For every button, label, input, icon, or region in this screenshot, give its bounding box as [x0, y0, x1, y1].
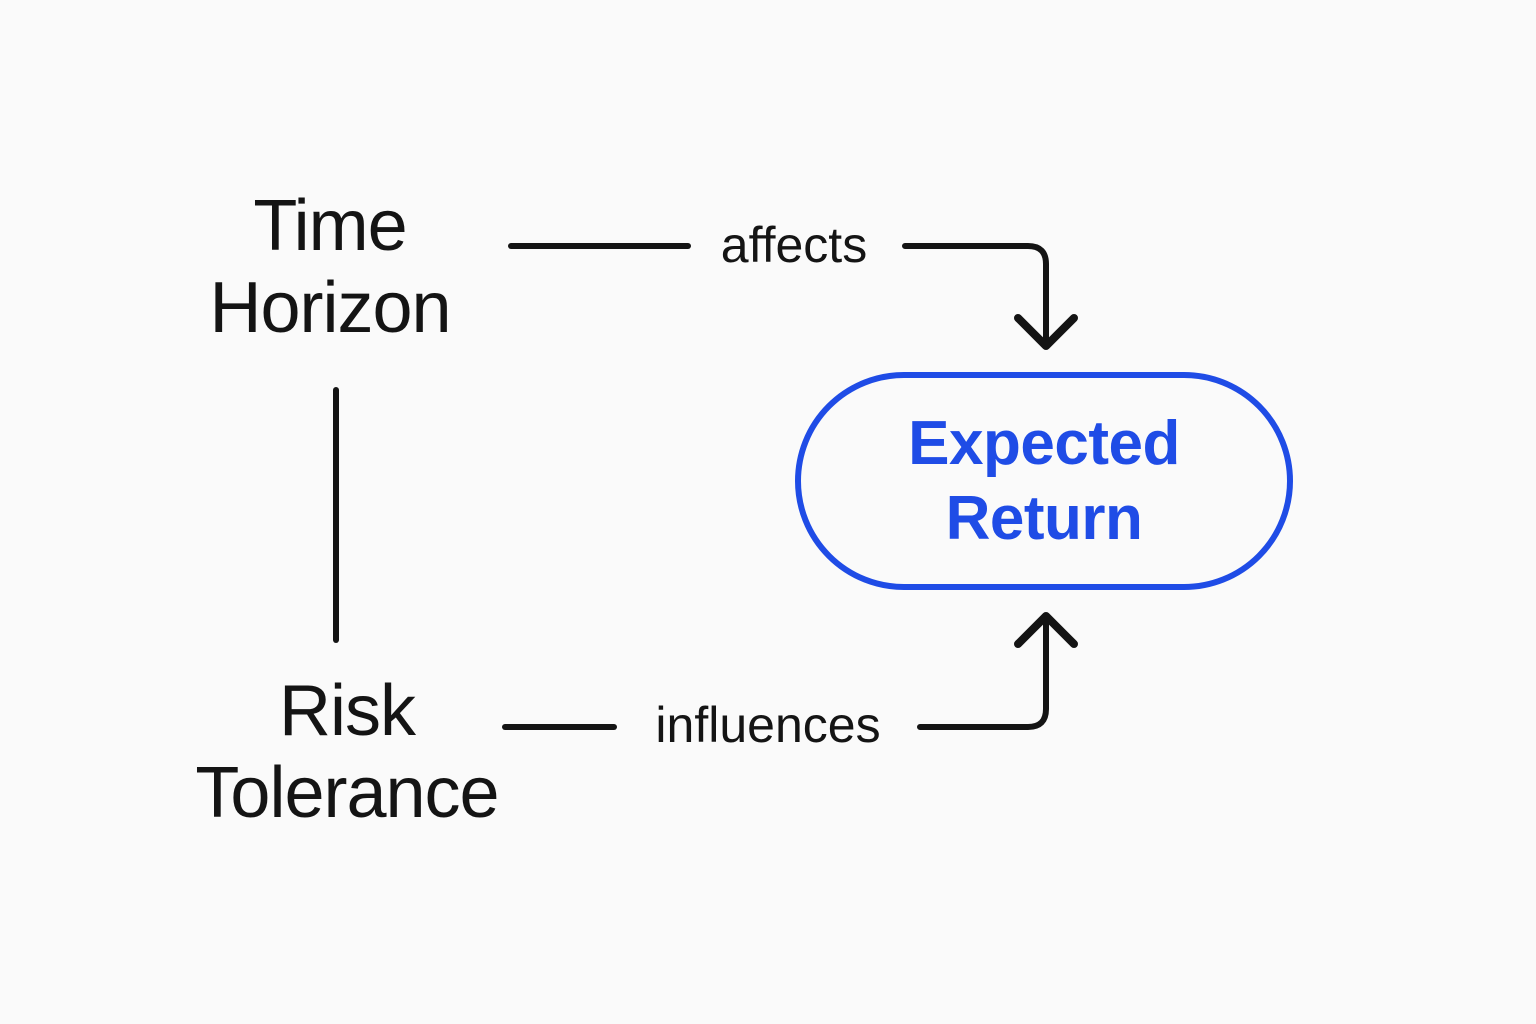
edge-influences-label: influences — [655, 697, 881, 753]
edge-affects-arrowhead-icon — [1014, 314, 1078, 350]
node-expected-return: Expected Return — [795, 372, 1293, 590]
edge-influences-line-right — [917, 621, 1049, 730]
node-risk-tolerance: Risk Tolerance — [195, 671, 499, 833]
node-expected-return-label: Expected Return — [908, 409, 1180, 553]
edge-affects-label: affects — [720, 217, 868, 273]
edge-influences-arrowhead-icon — [1014, 612, 1078, 648]
node-time-horizon: Time Horizon — [209, 186, 451, 348]
edge-affects-line-right — [902, 243, 1049, 341]
